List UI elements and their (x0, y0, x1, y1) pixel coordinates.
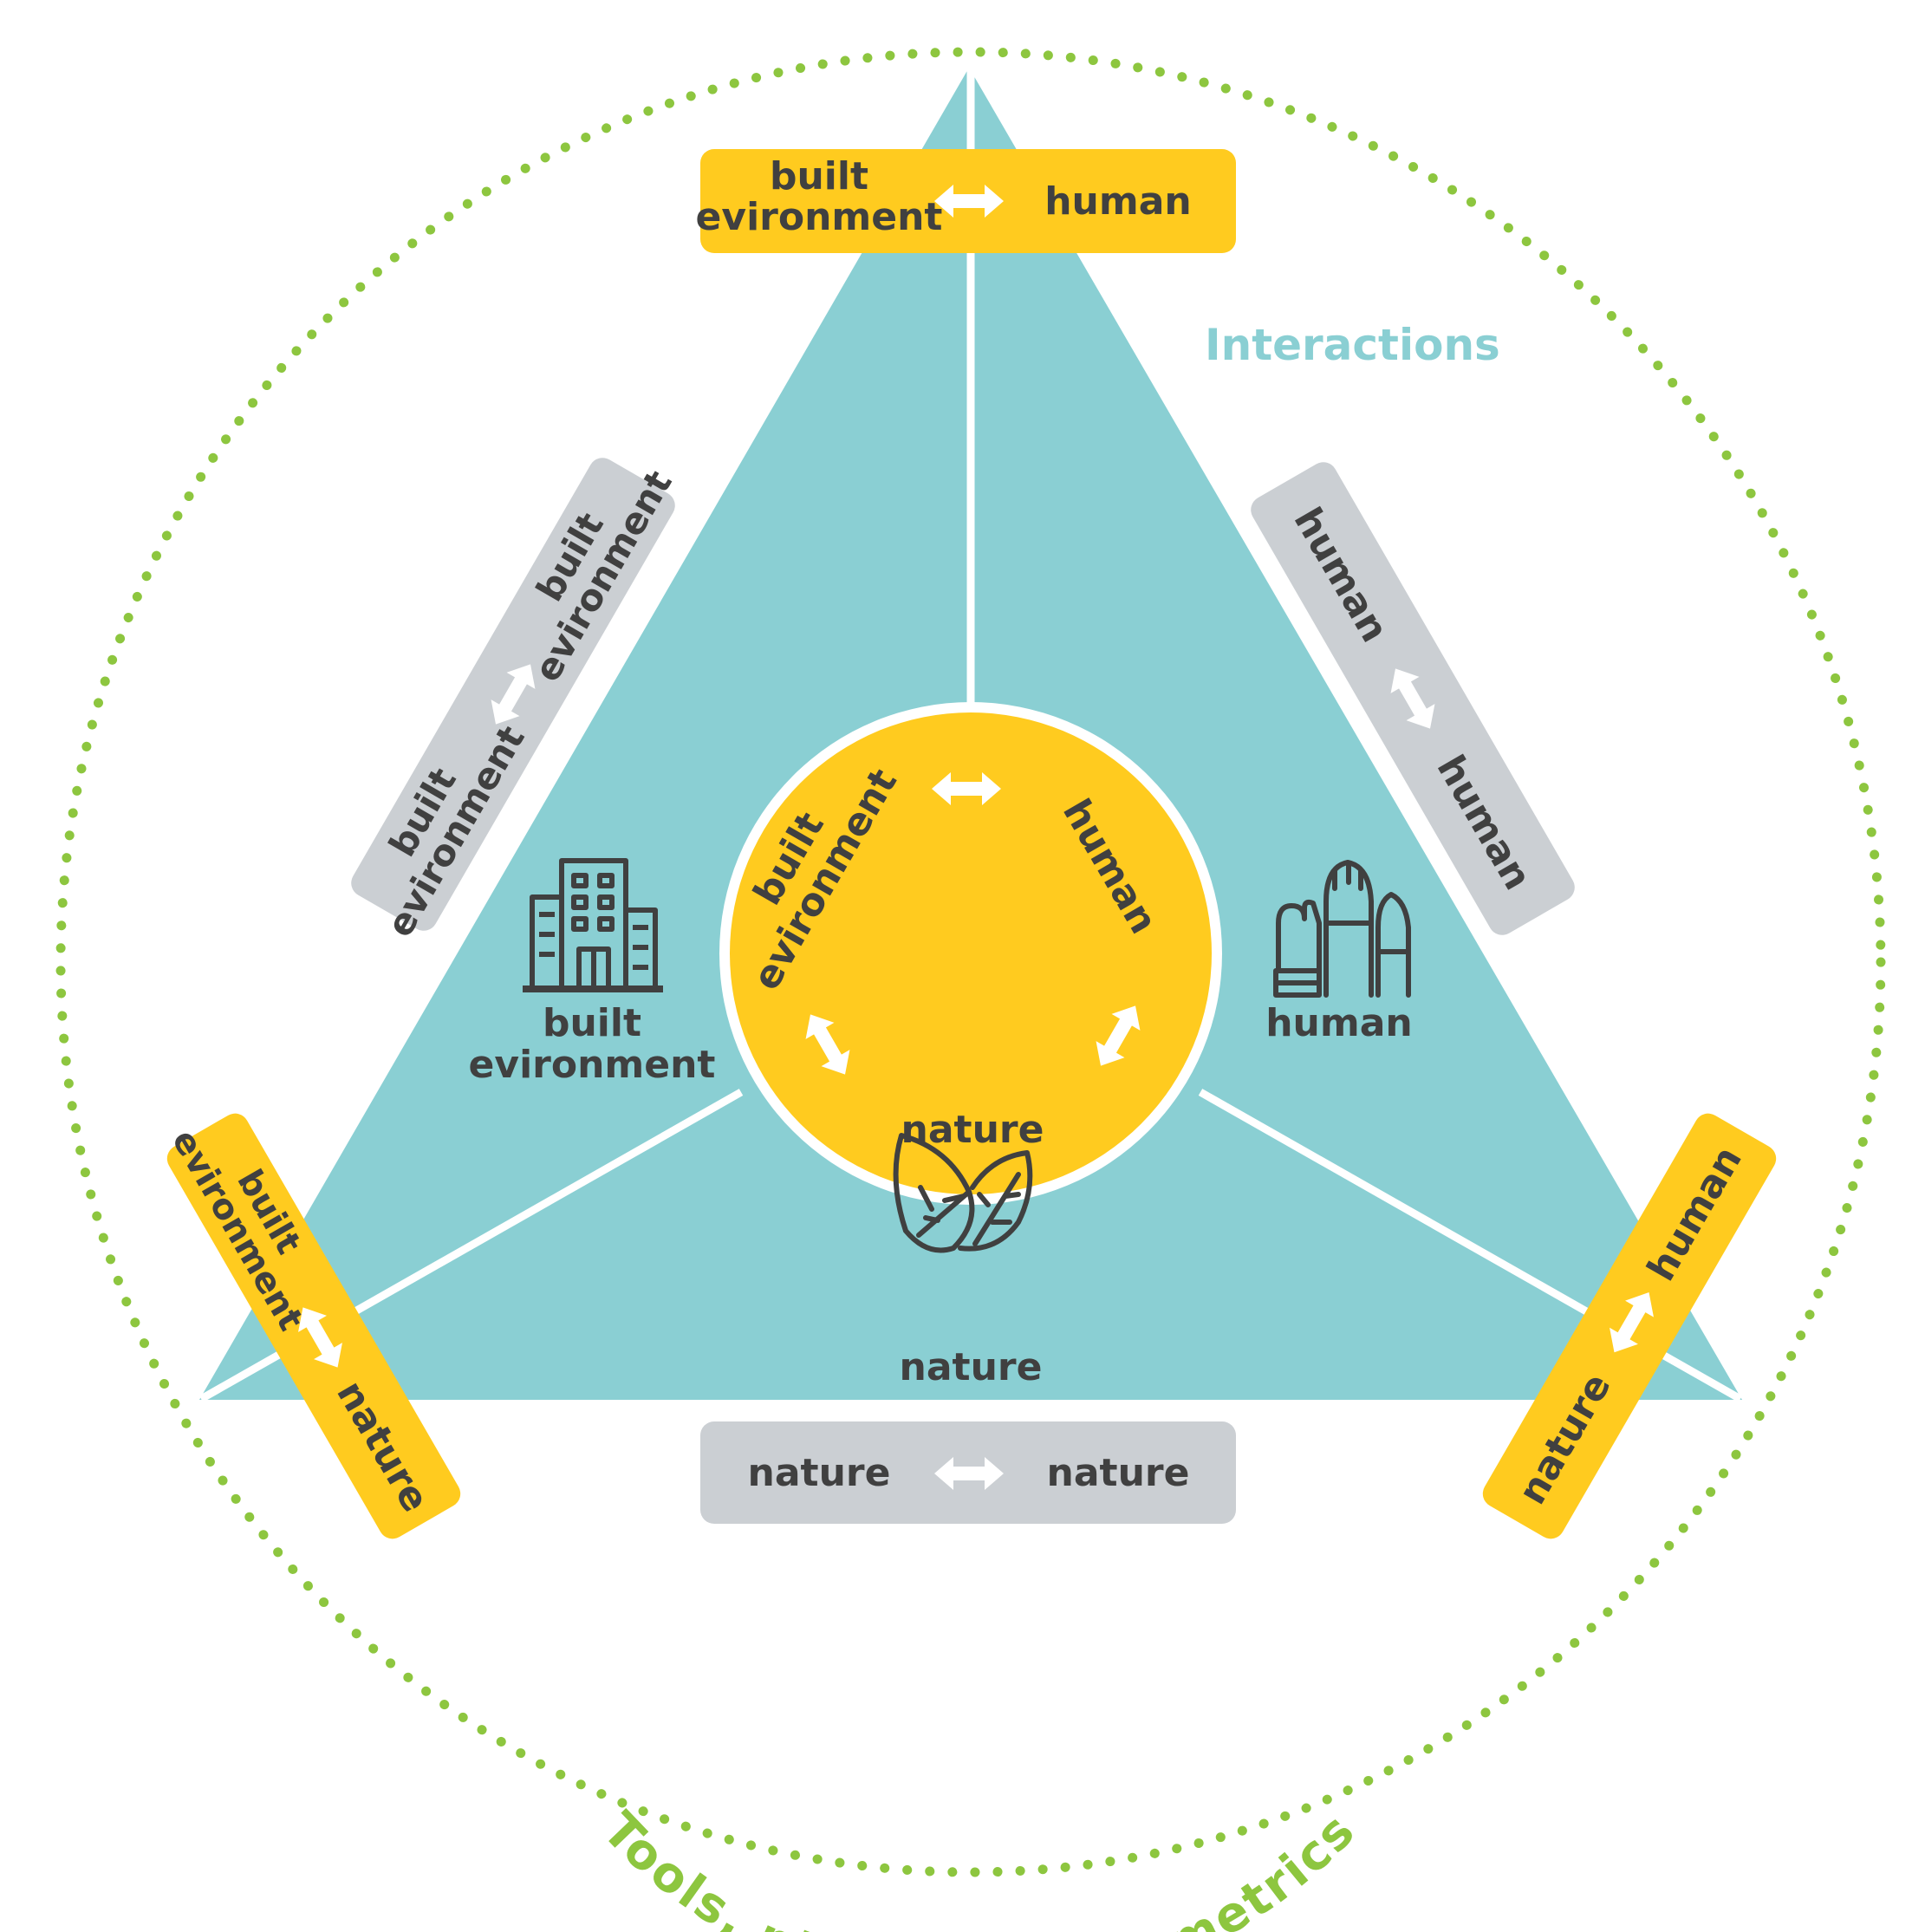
nature-pillar-label: nature (900, 1345, 1043, 1389)
bottom-box-b: nature (1047, 1451, 1190, 1495)
tools-ring (55, 47, 1886, 1877)
bottom-interaction-box: nature nature (700, 1421, 1236, 1524)
human-pillar-label: human (1265, 1001, 1413, 1045)
top-box-right: human (1044, 179, 1192, 224)
built-pillar-line1: built (543, 1001, 641, 1045)
building-icon (523, 858, 663, 992)
raised-hands-icon (1273, 860, 1411, 998)
tools-ring-label: Tools, platforms and metrics (592, 1802, 1368, 1932)
interactions-label: Interactions (1205, 320, 1500, 370)
bottom-box-a: nature (748, 1451, 891, 1495)
built-pillar-line2: evironment (469, 1043, 716, 1087)
leaves-icon (893, 1133, 1033, 1253)
top-box-left-line2: evironment (696, 195, 943, 239)
center-circle (730, 712, 1212, 1194)
top-box-left-line1: built (770, 154, 868, 198)
top-interaction-box: built evironment human (696, 149, 1236, 253)
tools-ring-label-path: Tools, platforms and metrics (592, 1802, 1365, 1932)
